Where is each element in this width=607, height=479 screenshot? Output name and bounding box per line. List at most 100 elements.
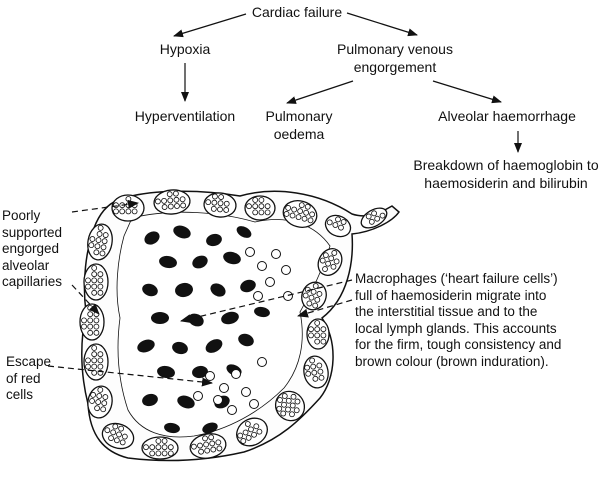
capillary-loop xyxy=(236,417,268,447)
capillary-red-cell xyxy=(85,363,91,370)
red-cell xyxy=(213,395,223,405)
capillary-red-cell xyxy=(301,215,308,222)
capillary-red-cell xyxy=(320,332,327,339)
capillary-red-cell xyxy=(374,215,381,222)
capillary-red-cell xyxy=(256,428,263,435)
red-cell xyxy=(249,399,259,409)
capillary-red-cell xyxy=(305,370,312,377)
capillary-red-cell xyxy=(99,250,106,257)
macrophage-cell xyxy=(142,283,158,297)
capillary-loop xyxy=(153,189,191,215)
capillary-red-cell xyxy=(180,202,187,209)
arrow-cardiac-to-hypoxia xyxy=(173,13,247,38)
red-cell xyxy=(219,383,229,393)
capillary-loop xyxy=(79,303,105,341)
capillary-red-cell xyxy=(161,204,168,210)
capillaries-line: Poorly xyxy=(2,208,41,223)
capillary-red-cell xyxy=(308,332,314,339)
capillary-red-cell xyxy=(314,338,321,345)
red-cell xyxy=(241,387,251,397)
pointer-red-cells xyxy=(47,365,213,387)
capillary-red-cell xyxy=(172,190,179,197)
red-cell xyxy=(283,291,293,301)
breakdown-label-line1: Breakdown of haemoglobin to xyxy=(413,157,598,173)
macrophage-cell xyxy=(177,395,195,409)
capillary-red-cell xyxy=(97,277,104,284)
capillary-red-cell xyxy=(314,326,321,333)
capillary-red-cell xyxy=(253,423,260,430)
capillary-red-cell xyxy=(294,398,301,405)
capillary-red-cell xyxy=(335,216,341,223)
macrophages-line: Macrophages (‘heart failure cells’) xyxy=(355,271,558,286)
macrophage-cell xyxy=(164,422,180,434)
capillary-red-cell xyxy=(93,323,100,330)
capillary-red-cell xyxy=(205,199,212,206)
escape-line: cells xyxy=(6,387,34,403)
macrophage-cell xyxy=(221,311,239,325)
capillary-loop xyxy=(87,385,113,419)
capillary-red-cell xyxy=(340,219,347,225)
capillary-loops xyxy=(79,189,388,460)
capillary-red-cell xyxy=(97,357,104,364)
capillary-red-cell xyxy=(298,202,305,209)
capillary-red-cell xyxy=(91,283,98,290)
capillary-red-cell xyxy=(316,362,323,369)
capillary-red-cell xyxy=(314,320,321,326)
capillary-red-cell xyxy=(102,394,109,400)
capillary-loop xyxy=(101,422,135,450)
capillary-red-cell xyxy=(108,435,114,442)
capillary-red-cell xyxy=(93,249,100,256)
capillary-red-cell xyxy=(100,244,107,251)
capillary-red-cell xyxy=(304,203,311,210)
capillary-loop xyxy=(244,195,276,221)
capillary-red-cell xyxy=(166,191,173,198)
capillary-red-cell xyxy=(252,203,259,210)
capillary-red-cell xyxy=(161,438,168,444)
capillary-red-cell xyxy=(161,197,167,204)
capillary-red-cell xyxy=(101,238,108,245)
pulmonary-oedema-label-line2: oedema xyxy=(274,126,325,142)
capillary-red-cell xyxy=(97,351,104,358)
capillary-red-cell xyxy=(94,405,100,412)
capillary-red-cell xyxy=(113,202,119,209)
capillary-red-cell xyxy=(167,444,174,451)
capillary-red-cell xyxy=(308,326,314,333)
capillary-red-cell xyxy=(245,434,252,441)
capillary-red-cell xyxy=(365,213,372,220)
capillary-red-cell xyxy=(281,393,288,399)
red-cell xyxy=(227,405,237,415)
macrophage-cell xyxy=(254,306,270,318)
capillary-red-cell xyxy=(95,399,102,405)
capillary-red-cell xyxy=(191,443,197,450)
capillary-red-cell xyxy=(143,444,149,451)
macrophages-annotation: Macrophages (‘heart failure cells’) full… xyxy=(355,271,561,371)
capillary-red-cell xyxy=(93,329,100,336)
macrophage-cell xyxy=(172,341,188,355)
pointer-capillaries-2 xyxy=(71,284,100,315)
capillary-red-cell xyxy=(312,302,319,309)
capillary-red-cell xyxy=(87,311,94,318)
red-cell xyxy=(193,391,203,401)
capillary-red-cell xyxy=(316,291,323,297)
capillary-loop xyxy=(317,248,343,276)
capillary-red-cell xyxy=(258,197,265,203)
capillary-red-cell xyxy=(119,208,126,215)
macrophages-line: the interstitial tissue and to the xyxy=(355,304,538,320)
macrophage-cell xyxy=(137,339,155,353)
capillary-red-cell xyxy=(91,265,98,271)
capillary-red-cell xyxy=(87,329,94,336)
macrophage-cell xyxy=(223,251,241,265)
macrophages-line: brown colour (brown induration). xyxy=(355,353,549,369)
macrophage-cell xyxy=(192,365,208,379)
capillary-red-cell xyxy=(91,345,98,351)
capillary-red-cell xyxy=(119,439,126,446)
arrow-venous-to-oedema xyxy=(286,80,354,104)
escape-annotation: Escape of red cells xyxy=(6,354,51,404)
capillary-red-cell xyxy=(116,431,122,438)
capillary-red-cell xyxy=(89,398,95,404)
capillary-red-cell xyxy=(96,231,103,237)
capillary-red-cell xyxy=(149,444,156,451)
capillary-red-cell xyxy=(310,288,317,295)
